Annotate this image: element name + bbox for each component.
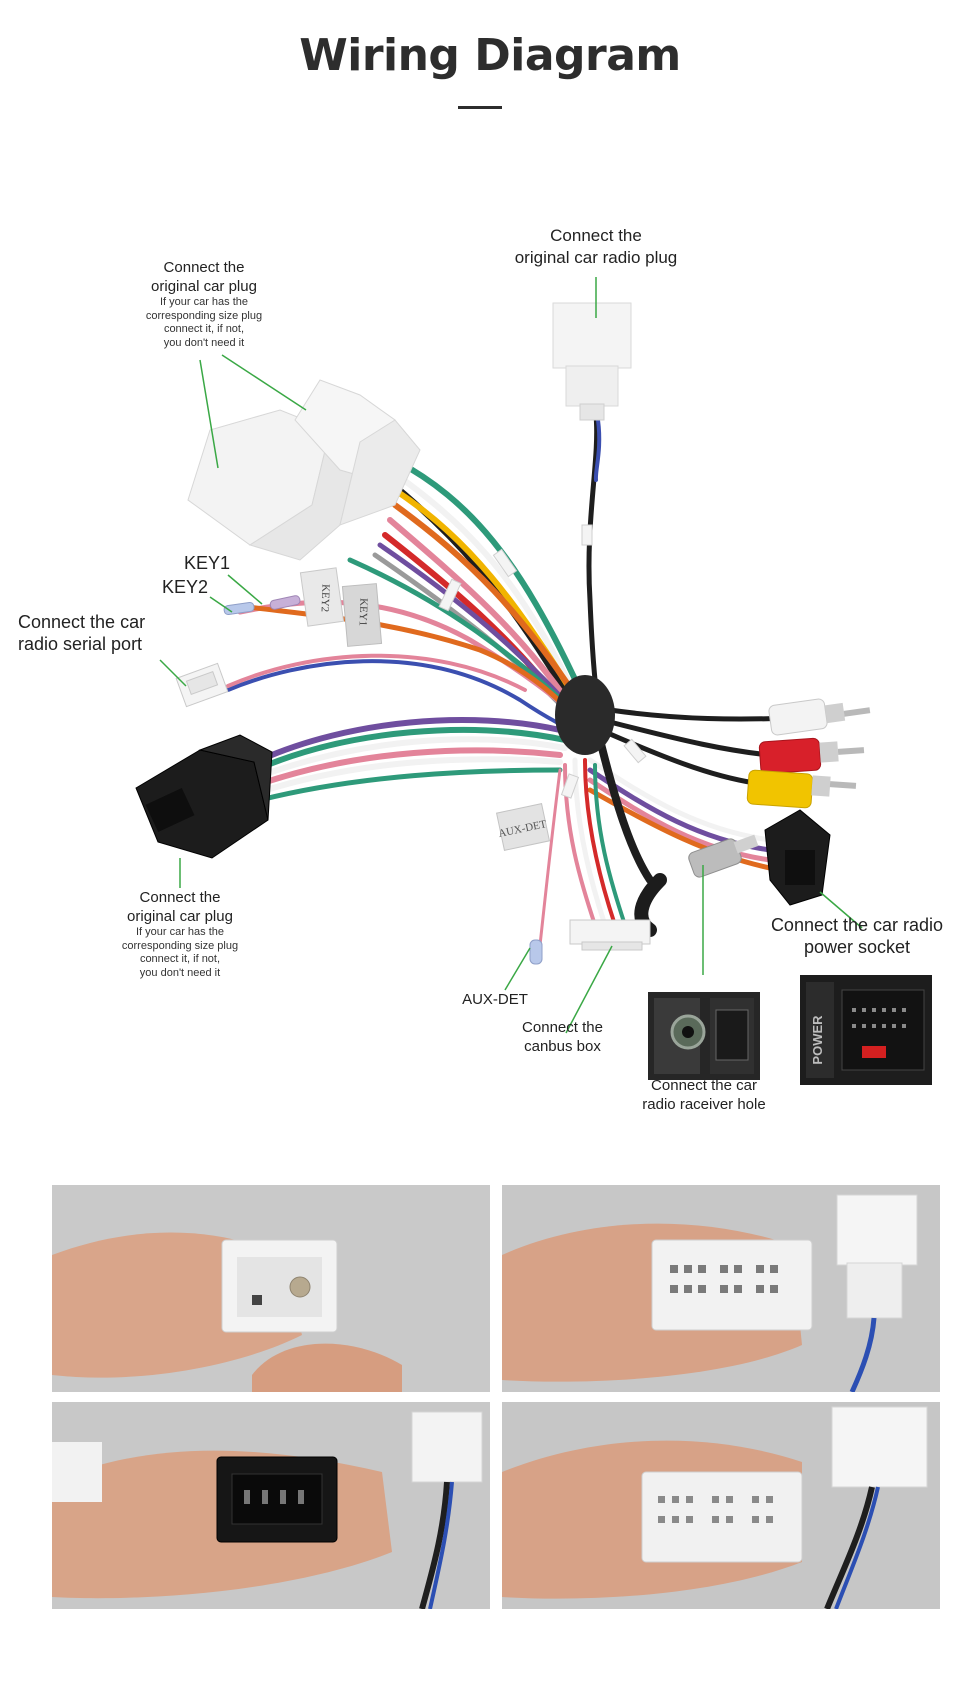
label-receiver-hole: Connect the car radio raceiver hole (642, 1077, 766, 1113)
label-aux-det: AUX-DET (462, 991, 528, 1008)
photo-white-plug-pins (502, 1185, 940, 1392)
aux-tag: AUX-DET (495, 803, 551, 965)
label-key1: KEY1 (184, 553, 231, 573)
label-car-plug-bottom: Connect the original car plug If your ca… (121, 889, 239, 979)
photo-black-plug (52, 1402, 490, 1609)
canbus-connector (569, 919, 651, 951)
rca-red-plug (758, 737, 865, 775)
rca-yellow-plug (746, 769, 857, 809)
label-power-socket: Connect the car radio power socket (770, 915, 944, 957)
rca-white-plug (768, 698, 871, 736)
upper-white-connector (187, 379, 421, 561)
label-serial-port: Connect the car radio serial port (18, 612, 146, 654)
label-canbus: Connect the canbus box (522, 1019, 603, 1055)
black-connector (135, 734, 273, 859)
receiver-hole-inset (648, 992, 760, 1080)
photo-white-plug-front (52, 1185, 490, 1392)
label-radio-plug: Connect the original car radio plug (514, 226, 678, 267)
rca-plugs (746, 698, 871, 809)
antenna-connector (634, 834, 759, 937)
photo-white-plug-back (502, 1402, 940, 1609)
serial-port-connector (175, 662, 229, 708)
key1-tag-text: KEY1 (357, 598, 370, 627)
radio-plug-connector (552, 302, 632, 421)
label-car-plug-top: Connect the original car plug If your ca… (145, 259, 263, 349)
cable-ties (438, 524, 647, 799)
leader-lines (159, 277, 863, 1034)
key2-tag-text: KEY2 (319, 584, 332, 613)
key-tags: KEY2 KEY1 (223, 567, 383, 647)
power-socket-inset: POWER (800, 975, 932, 1085)
page-title: Wiring Diagram (299, 30, 681, 81)
power-inset-text: POWER (810, 1015, 825, 1065)
power-socket-connector (764, 809, 831, 906)
title-underline (458, 106, 502, 109)
label-key2: KEY2 (162, 577, 209, 597)
